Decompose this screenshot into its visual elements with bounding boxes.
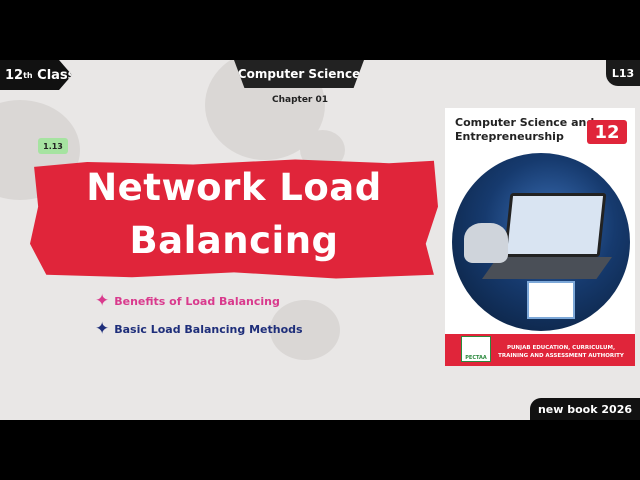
new-book-tag: new book 2026 xyxy=(530,398,640,420)
bullet-item: ✦ Benefits of Load Balancing xyxy=(95,293,280,310)
decor-blob xyxy=(270,300,340,360)
robot-hand-illustration xyxy=(464,223,508,263)
chapter-label: Chapter 01 xyxy=(271,95,329,105)
class-number: 12 xyxy=(5,67,24,83)
sparkle-icon: ✦ xyxy=(95,291,110,311)
laptop-screen-illustration xyxy=(503,193,607,257)
lesson-code-tag: L13 xyxy=(606,60,640,86)
section-badge: 1.13 xyxy=(38,138,68,154)
bullet-item: ✦ Basic Load Balancing Methods xyxy=(95,321,303,338)
qr-code-icon xyxy=(527,281,575,319)
book-title: Computer Science and Entrepreneurship xyxy=(455,116,595,143)
slide-title: Network Load Balancing xyxy=(86,166,382,262)
bullet-text: Basic Load Balancing Methods xyxy=(114,323,303,336)
title-brush-background xyxy=(30,159,438,279)
authority-name: PUNJAB EDUCATION, CURRICULUM, TRAINING A… xyxy=(498,345,624,359)
class-word: Class xyxy=(37,67,76,83)
laptop-keyboard-illustration xyxy=(482,257,612,279)
cover-illustration xyxy=(452,153,630,331)
book-cover: Computer Science and Entrepreneurship 12… xyxy=(445,108,635,366)
class-suffix: th xyxy=(23,70,33,80)
sparkle-icon: ✦ xyxy=(95,319,110,339)
bullet-text: Benefits of Load Balancing xyxy=(114,295,280,308)
pectaa-logo-icon: PECTAA xyxy=(461,336,491,362)
grade-badge: 12 xyxy=(587,120,627,144)
subject-tag: Computer Science xyxy=(234,60,364,88)
